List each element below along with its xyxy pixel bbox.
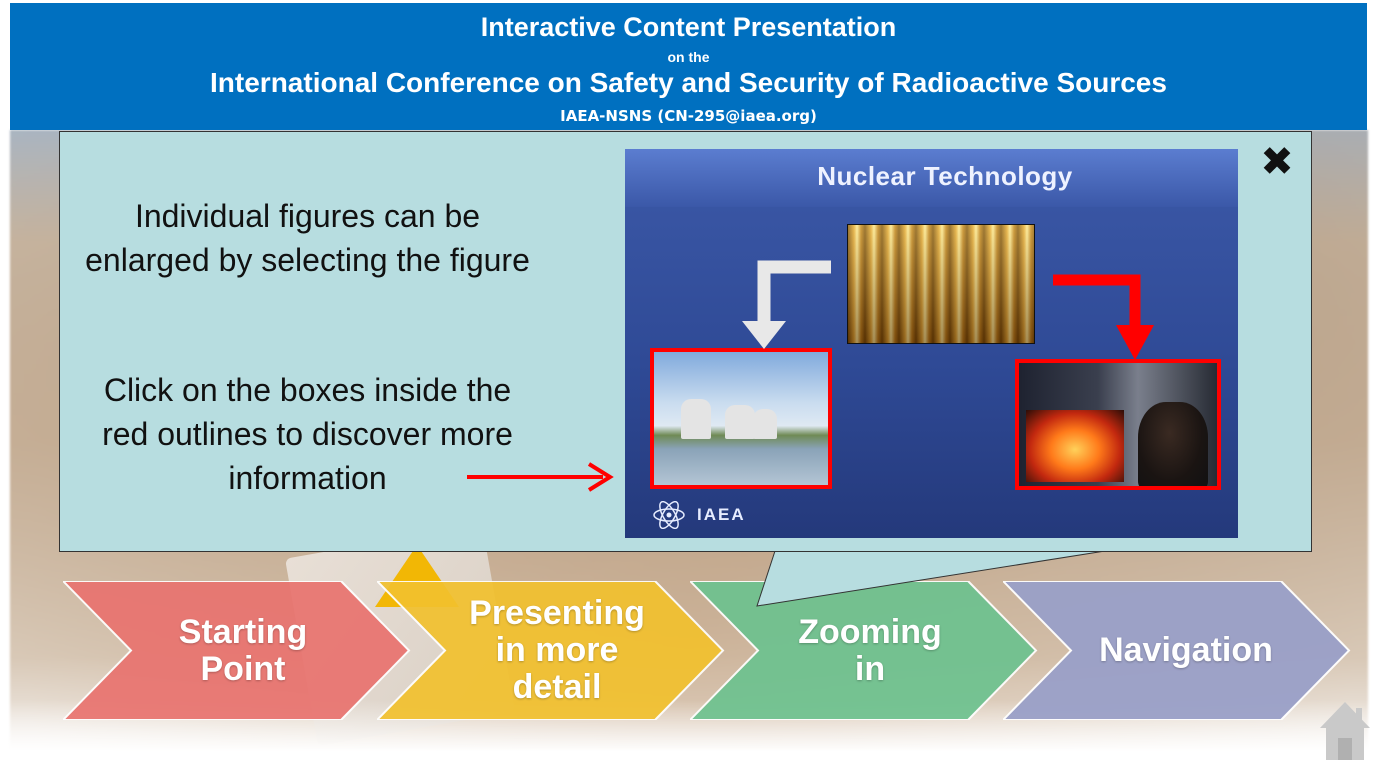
cooling-tower [753, 409, 777, 439]
instruction-click-boxes: Click on the boxes inside the red outlin… [102, 372, 513, 496]
nav-step-label: Presenting in more detail [469, 594, 645, 706]
cooling-tower [681, 399, 711, 439]
slide-header [625, 149, 1238, 207]
figure-power-plant[interactable] [653, 351, 828, 487]
scan-screen [1026, 410, 1124, 482]
red-outline-medical-scan[interactable] [1015, 359, 1221, 490]
red-outline-power-plant[interactable] [650, 348, 832, 489]
nav-step-navigation[interactable]: Navigation [1003, 581, 1353, 720]
nav-step-zooming-in[interactable]: Zooming in [690, 581, 1040, 720]
chevron-shape [63, 581, 411, 720]
scan-operator [1138, 402, 1208, 490]
chevron-shape [1003, 581, 1351, 720]
figure-medical-scan[interactable] [1018, 362, 1218, 490]
nav-step-label: Starting Point [178, 612, 308, 688]
callout-tail [756, 551, 1106, 607]
iaea-logo-icon [653, 501, 685, 529]
nav-step-presenting[interactable]: Presenting in more detail [377, 581, 727, 720]
figure-fuel-rods[interactable] [847, 224, 1035, 344]
instruction-enlarge: Individual figures can be enlarged by se… [85, 198, 530, 278]
nav-step-starting-point[interactable]: Starting Point [63, 581, 413, 720]
header-banner: Interactive Content Presentation on the … [10, 3, 1367, 130]
slide-arrows [742, 260, 1154, 360]
cooling-tower [725, 405, 755, 439]
chevron-shape [690, 581, 1038, 720]
nav-step-label: Navigation [1099, 631, 1273, 669]
header-title: Interactive Content Presentation [480, 12, 897, 42]
home-icon[interactable] [1318, 700, 1372, 762]
close-icon[interactable]: ✖ [1260, 140, 1294, 184]
nav-step-label: Zooming in [798, 612, 942, 688]
slide-preview: Nuclear Technology IAEA [625, 149, 1238, 538]
chevron-shape [377, 581, 725, 720]
pointer-arrow [467, 462, 614, 492]
header-contact: IAEA-NSNS (CN-295@iaea.org) [560, 107, 817, 125]
header-on-the: on the [667, 49, 710, 65]
iaea-logo-text: IAEA [697, 505, 746, 524]
slide-title: Nuclear Technology [817, 161, 1073, 191]
header-conference: International Conference on Safety and S… [210, 67, 1167, 98]
